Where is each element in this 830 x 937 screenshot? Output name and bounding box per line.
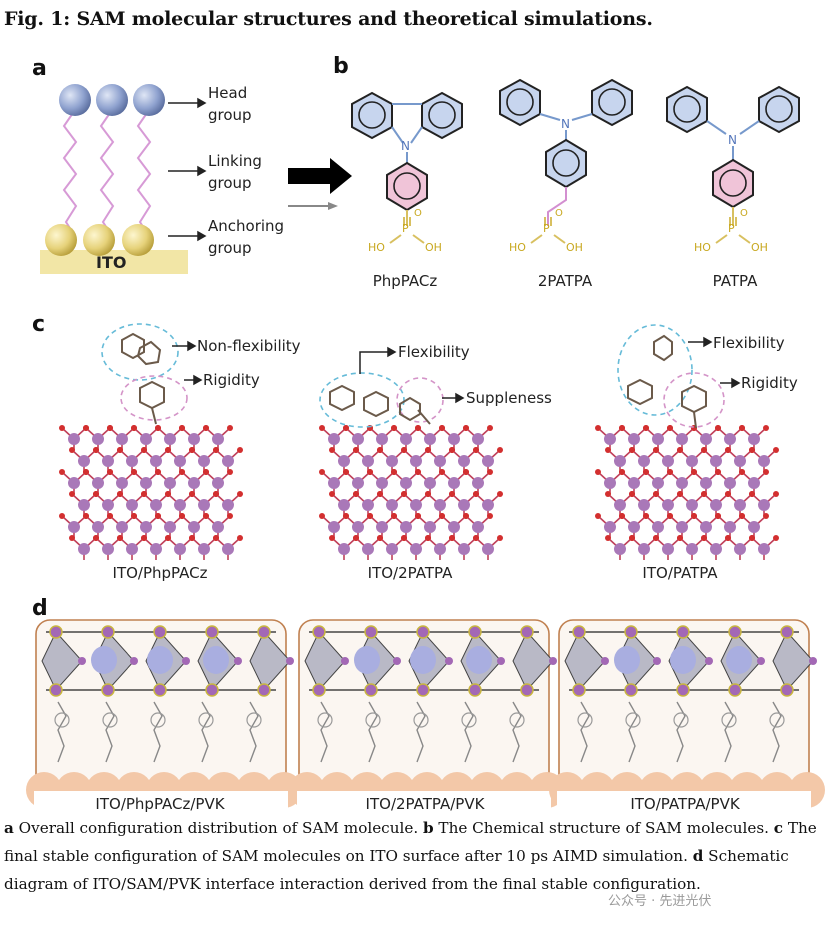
atom-o: O bbox=[414, 208, 422, 219]
atom-p: P bbox=[543, 222, 550, 235]
interface-schematic-box bbox=[26, 619, 302, 811]
atom-oh: OH bbox=[751, 241, 768, 254]
anchor-group-sphere bbox=[83, 224, 115, 256]
interface-name-ito-phppacz-pvk: ITO/PhpPACz/PVK bbox=[95, 795, 225, 813]
label-head-group: Head group bbox=[208, 84, 252, 124]
ito-crystal-slab bbox=[319, 425, 503, 560]
panel-label-c: c bbox=[32, 312, 46, 337]
caption-text-b: The Chemical structure of SAM molecules. bbox=[433, 819, 774, 837]
caption-text-d: Schematic diagram of ITO/SAM/PVK interfa… bbox=[4, 847, 789, 893]
head-group-sphere bbox=[96, 84, 128, 116]
atom-n: N bbox=[728, 133, 737, 147]
figure-caption: a Overall configuration distribution of … bbox=[4, 814, 826, 898]
interface-name-ito-patpa-pvk: ITO/PATPA/PVK bbox=[630, 795, 740, 813]
head-group-sphere bbox=[59, 84, 91, 116]
molecule-2patpa bbox=[499, 78, 633, 226]
anchor-group-sphere bbox=[122, 224, 154, 256]
caption-label-a: a bbox=[4, 819, 14, 837]
label-rigidity: Rigidity bbox=[741, 374, 798, 392]
atom-ho: HO bbox=[694, 241, 711, 254]
sim-name-ito-phppacz: ITO/PhpPACz bbox=[112, 564, 208, 582]
molecule-name-phppacz: PhpPACz bbox=[372, 272, 438, 290]
caption-label-d: d bbox=[692, 847, 704, 865]
molecule-name-patpa: PATPA bbox=[712, 272, 758, 290]
label-rigidity: Rigidity bbox=[203, 371, 260, 389]
caption-label-b: b bbox=[422, 819, 434, 837]
atom-oh: OH bbox=[425, 241, 442, 254]
interface-schematic-box bbox=[289, 619, 565, 811]
interface-schematic-box bbox=[549, 619, 825, 811]
sim-name-ito-patpa: ITO/PATPA bbox=[642, 564, 718, 582]
atom-ho: HO bbox=[509, 241, 526, 254]
panel-label-b: b bbox=[333, 54, 349, 79]
label-flexibility: Flexibility bbox=[713, 334, 785, 352]
label-ito: ITO bbox=[96, 253, 127, 272]
atom-o: O bbox=[555, 208, 563, 219]
atom-p: P bbox=[728, 222, 735, 235]
anchor-group-sphere bbox=[45, 224, 77, 256]
ito-crystal-slab bbox=[59, 425, 243, 560]
label-anchoring-group: Anchoring group bbox=[208, 217, 285, 257]
atom-ho: HO bbox=[368, 241, 385, 254]
label-linking-group: Linking group bbox=[208, 152, 262, 192]
watermark: 公众号 · 先进光伏 bbox=[608, 894, 712, 909]
label-suppleness: Suppleness bbox=[466, 389, 552, 407]
head-group-sphere bbox=[133, 84, 165, 116]
panel-label-d: d bbox=[32, 596, 48, 621]
figure-title: Fig. 1: SAM molecular structures and the… bbox=[4, 8, 653, 30]
label-flexibility: Flexibility bbox=[398, 343, 470, 361]
big-arrow-icon bbox=[288, 158, 352, 194]
label-non-flexibility: Non-flexibility bbox=[197, 337, 301, 355]
panel-label-a: a bbox=[32, 56, 47, 81]
atom-o: O bbox=[740, 208, 748, 219]
molecule-phppacz bbox=[351, 91, 463, 226]
sim-name-ito-2patpa: ITO/2PATPA bbox=[367, 564, 453, 582]
molecule-name-2patpa: 2PATPA bbox=[537, 272, 593, 290]
atom-n: N bbox=[561, 117, 570, 131]
interface-name-ito-2patpa-pvk: ITO/2PATPA/PVK bbox=[365, 795, 485, 813]
atom-oh: OH bbox=[566, 241, 583, 254]
caption-label-c: c bbox=[773, 819, 784, 837]
caption-text-c: The final stable configuration of SAM mo… bbox=[4, 819, 817, 865]
molecule-patpa bbox=[666, 85, 800, 226]
atom-n: N bbox=[401, 139, 410, 153]
caption-text-a: Overall configuration distribution of SA… bbox=[13, 819, 423, 837]
atom-p: P bbox=[402, 222, 409, 235]
ito-crystal-slab bbox=[595, 425, 779, 560]
